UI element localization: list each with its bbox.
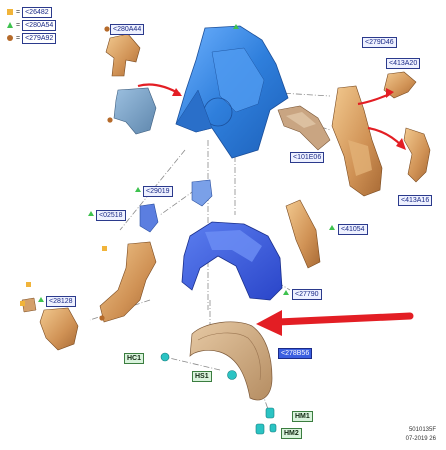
fastener-hm1[interactable]: HM1: [292, 411, 313, 422]
small-bracket-02518: [139, 203, 159, 233]
fasteners-group: [160, 352, 277, 435]
callout-27790[interactable]: <27790: [292, 289, 322, 300]
drawing-date: 07-2019 26: [405, 436, 436, 442]
bracket-right-side: [403, 127, 431, 183]
callout-28128[interactable]: <28128: [46, 296, 76, 307]
wheel-arch-liner: [189, 321, 273, 401]
channel-bracket-center: [277, 105, 331, 151]
fastener-hs1[interactable]: HS1: [192, 371, 212, 382]
legend-row-square: = <26482: [7, 6, 52, 18]
callout-413a16[interactable]: <413A16: [398, 195, 433, 206]
reinforcement-vertical: [285, 199, 321, 269]
callout-413a20[interactable]: <413A20: [386, 58, 421, 69]
bracket-assembly-left-lower: [99, 241, 157, 323]
pillar-reinforcement-right: [331, 85, 383, 197]
circle-marker-icon: [7, 35, 13, 41]
quarter-panel-upper: [175, 25, 289, 159]
callout-101e06[interactable]: <101E06: [290, 152, 325, 163]
legend-code-square[interactable]: <26482: [22, 6, 52, 18]
fastener-hc1[interactable]: HC1: [124, 353, 145, 364]
drawing-code: 5010135F: [408, 427, 436, 433]
red-arrowheads: [172, 88, 406, 150]
legend-row-triangle: = <280A54: [7, 19, 57, 31]
callout-41054[interactable]: <41054: [338, 224, 368, 235]
bracket-28128: [21, 297, 79, 351]
callout-278b56-selected[interactable]: <278B56: [278, 348, 313, 359]
callout-29019[interactable]: <29019: [143, 186, 173, 197]
callout-02518[interactable]: <02518: [96, 210, 126, 221]
fastener-hm2[interactable]: HM2: [281, 428, 302, 439]
legend-code-triangle[interactable]: <280A54: [22, 19, 57, 31]
wheel-arch-inner-panel: [181, 221, 283, 301]
small-bracket-29019: [191, 179, 213, 207]
bracket-steel-left: [113, 87, 157, 135]
bracket-upper-left: [105, 33, 141, 77]
callout-280a44[interactable]: <280A44: [110, 24, 145, 35]
square-marker-icon: [7, 9, 13, 15]
triangle-marker-icon: [7, 22, 13, 28]
callout-markers: [20, 24, 335, 321]
legend-row-circle: = <279A92: [7, 32, 57, 44]
callout-279d46[interactable]: <279D46: [362, 37, 397, 48]
legend-code-circle[interactable]: <279A92: [22, 32, 57, 44]
big-red-arrow: [256, 310, 414, 336]
